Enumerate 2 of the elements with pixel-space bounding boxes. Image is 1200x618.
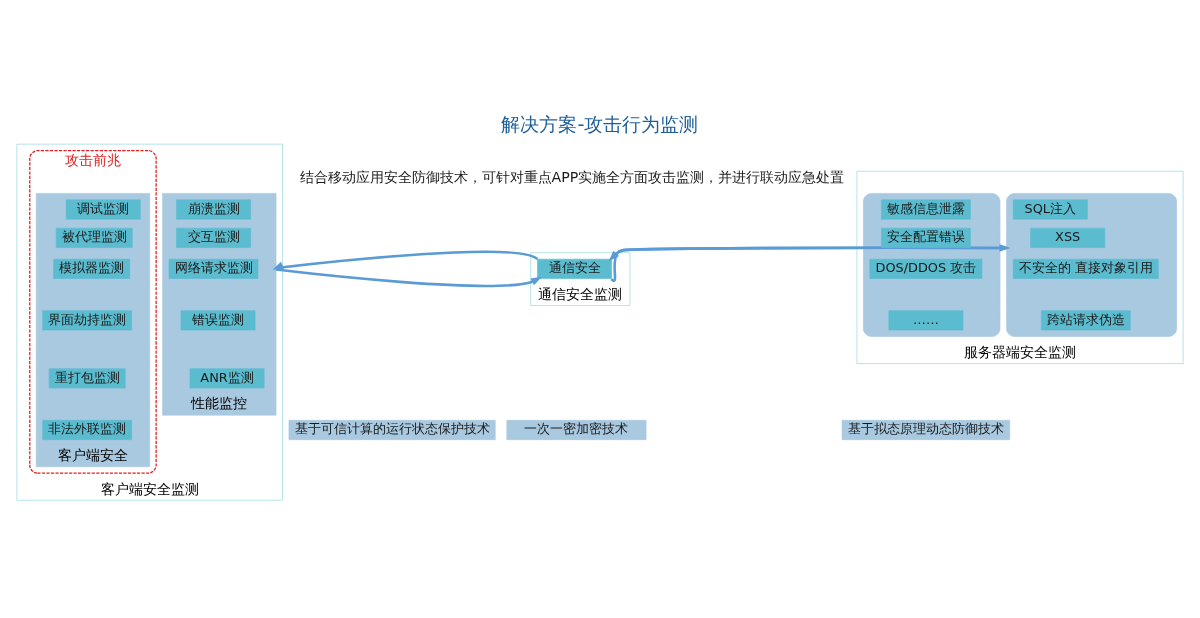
label: 结合移动应用安全防御技术，可针对重点APP实施全方面攻击监测，并进行联动应急处置 <box>299 168 845 185</box>
diagram-title: 解决方案-攻击行为监测 <box>501 112 699 136</box>
